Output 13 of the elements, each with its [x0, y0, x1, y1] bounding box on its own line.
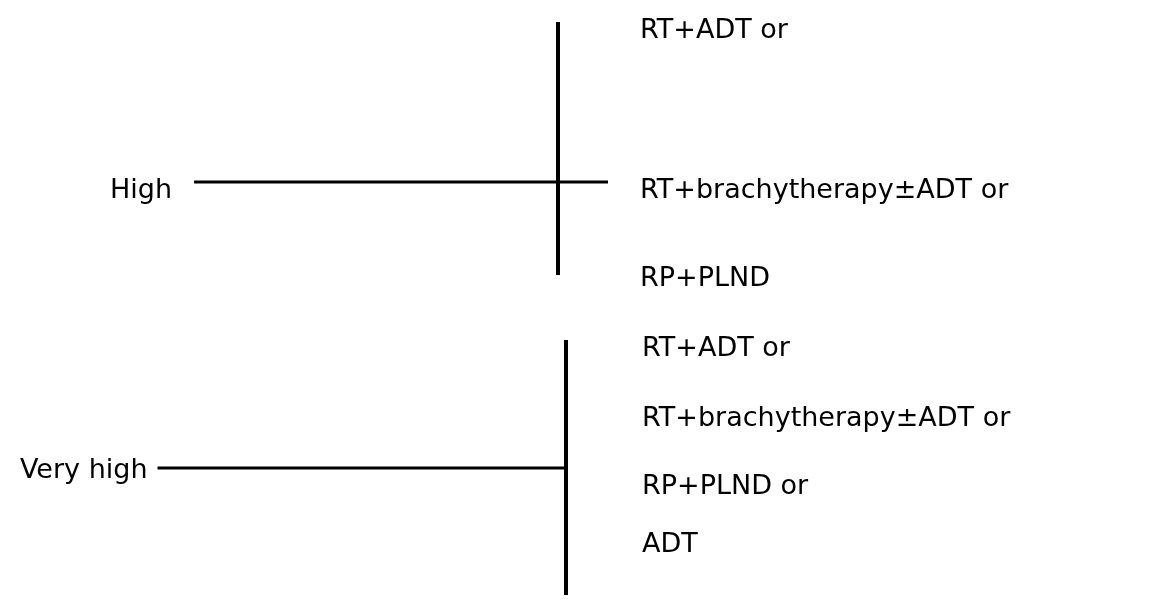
vertical-bracket-bar — [564, 340, 568, 595]
risk-level-label: High — [110, 172, 173, 206]
treatment-option-text: RT+ADT or — [640, 12, 788, 46]
risk-level-label: Very high — [20, 452, 148, 486]
treatment-option-text: ADT — [642, 526, 698, 560]
treatment-option-text: RP+PLND or — [642, 468, 809, 502]
treatment-option-text: RT+ADT or — [642, 330, 790, 364]
connector-line — [157, 466, 564, 470]
treatment-option-text: RT+brachytherapy±ADT or — [640, 172, 1009, 206]
vertical-bracket-bar — [556, 22, 560, 275]
treatment-option-text: RP+PLND — [640, 260, 770, 294]
treatment-option-text: RT+brachytherapy±ADT or — [642, 400, 1011, 434]
connector-line — [194, 180, 556, 184]
